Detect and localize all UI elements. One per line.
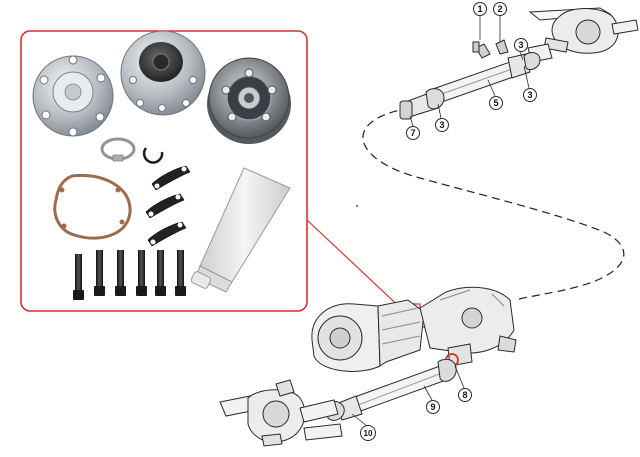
dashed-path [362,107,625,301]
callout-5: 5 [489,96,503,110]
boot-cap [120,30,206,116]
callout-1-label: 1 [477,4,482,14]
callout-3-right: 3 [523,88,537,102]
transfer-case [419,286,517,367]
callout-3-left-label: 3 [439,120,444,130]
callout-7-label: 7 [410,128,415,138]
callout-3-mid-label: 3 [518,40,523,50]
front-axle-assembly [219,379,343,447]
hose-clamp [100,137,136,162]
callout-3-mid-bubble [514,38,528,52]
grease-tube [190,167,291,293]
callout-7: 7 [406,126,420,140]
callout-3-mid: 3 [514,38,528,61]
callout-3-mid-leader [519,51,524,61]
inset-kit-panel [20,30,308,312]
transmission [311,299,425,372]
callout-1: 1 [473,2,487,16]
callout-10: 10 [360,425,376,441]
callout-3-left: 3 [435,118,449,132]
rear-driveshaft [399,39,541,120]
callout-9: 9 [426,400,440,414]
callout-5-label: 5 [493,98,498,108]
callout-2: 2 [493,2,507,16]
flange-plate [32,55,114,137]
cv-joint [207,57,291,144]
callout-3-right-label: 3 [527,90,532,100]
callout-2-label: 2 [497,4,502,14]
gasket [53,173,132,240]
snap-ring [142,147,164,164]
bolts [73,250,186,300]
rear-axle-assembly [527,7,639,63]
callout-8-label: 8 [462,390,467,400]
callout-10-label: 10 [364,429,373,438]
lock-plates [145,165,191,247]
callout-9-label: 9 [430,402,435,412]
callout-8: 8 [458,388,472,402]
callout-leaders [351,16,530,427]
